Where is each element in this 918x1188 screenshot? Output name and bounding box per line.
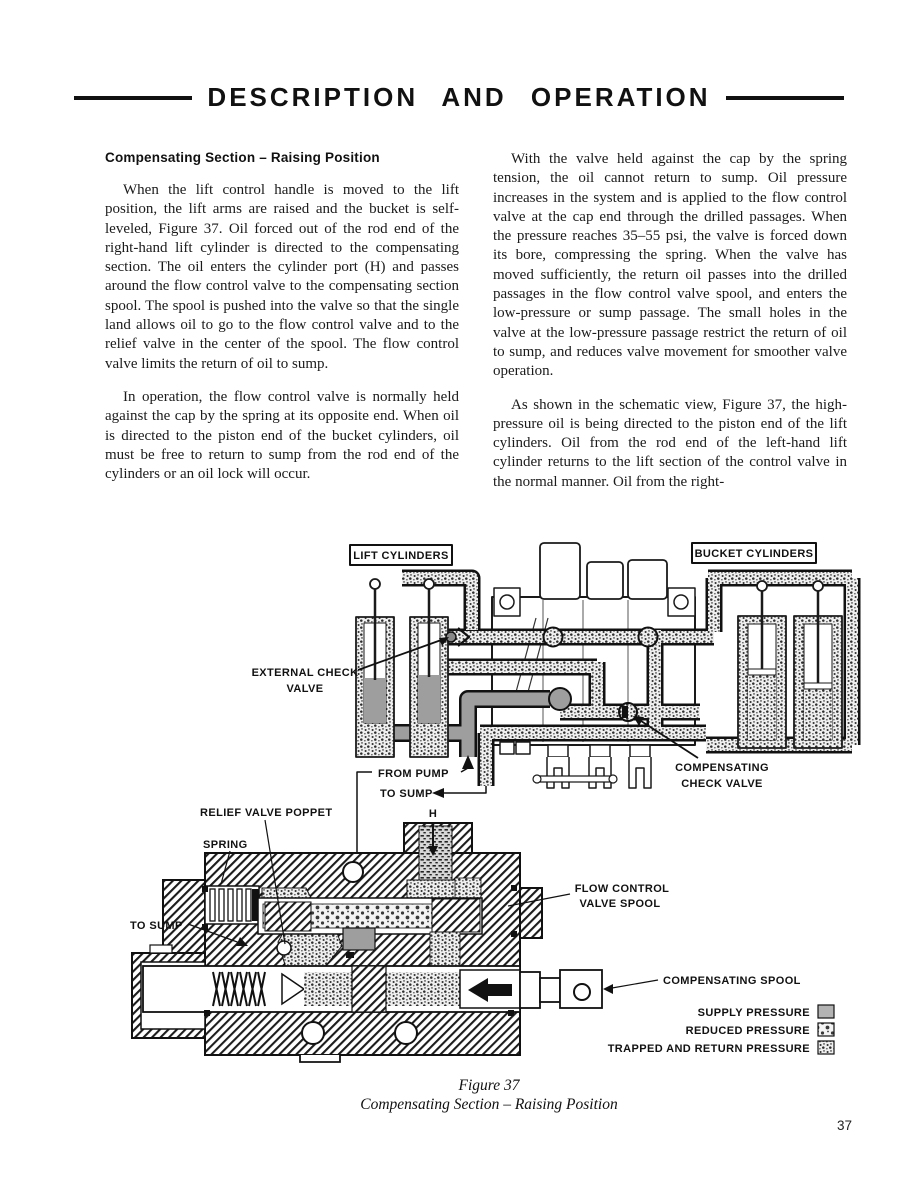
section-heading: Compensating Section – Raising Position bbox=[105, 150, 380, 165]
oil-flow-arrow bbox=[468, 978, 512, 1002]
left-paragraph-2: In operation, the flow control valve is … bbox=[105, 388, 459, 483]
external-check-valve-symbol bbox=[445, 627, 471, 647]
upper-labels: LIFT CYLINDERS BUCKET CYLINDERS EXTERNAL… bbox=[252, 542, 817, 888]
page-number: 37 bbox=[837, 1118, 852, 1133]
to-sump-arrow bbox=[432, 788, 444, 798]
legend-trapped-label: TRAPPED AND RETURN PRESSURE bbox=[608, 1043, 810, 1055]
label-flow-control-1: FLOW CONTROL bbox=[575, 883, 670, 895]
legend-reduced-label: REDUCED PRESSURE bbox=[686, 1025, 810, 1037]
flow-control-valve-spool-shape bbox=[431, 898, 481, 933]
page-header: DESCRIPTION AND OPERATION bbox=[0, 82, 918, 113]
lift-cyl-rod-end-right bbox=[423, 578, 435, 590]
compensating-valve-section: RELIEF VALVE POPPET SPRING H FLOW CONTRO… bbox=[130, 807, 801, 1063]
label-bucket-cylinders: BUCKET CYLINDERS bbox=[695, 548, 814, 560]
right-paragraph-2: As shown in the schematic view, Figure 3… bbox=[493, 396, 847, 490]
label-from-pump: FROM PUMP bbox=[378, 768, 449, 780]
legend-supply-swatch bbox=[817, 1004, 835, 1019]
spool-spring bbox=[212, 971, 266, 1007]
label-compensating-check-valve-2: CHECK VALVE bbox=[681, 778, 763, 790]
label-compensating-spool: COMPENSATING SPOOL bbox=[663, 975, 801, 987]
bucket-cylinders-group bbox=[737, 580, 843, 749]
legend-reduced-swatch bbox=[817, 1022, 835, 1037]
label-external-check-valve-1: EXTERNAL CHECK bbox=[252, 667, 359, 679]
compensating-spool-shape bbox=[519, 969, 603, 1009]
left-paragraph-1: When the lift control handle is moved to… bbox=[105, 182, 459, 372]
lower-labels: RELIEF VALVE POPPET SPRING H FLOW CONTRO… bbox=[130, 807, 801, 994]
label-spring: SPRING bbox=[203, 839, 248, 851]
label-compensating-check-valve-1: COMPENSATING bbox=[675, 762, 769, 774]
legend-trapped-swatch bbox=[817, 1040, 835, 1055]
text-columns: Compensating Section – Raising Position … bbox=[105, 150, 847, 506]
lift-cyl-rod-end-left bbox=[369, 578, 381, 590]
lift-cylinders bbox=[355, 578, 449, 758]
label-to-sump-upper: TO SUMP bbox=[380, 788, 433, 800]
left-column: Compensating Section – Raising Position … bbox=[105, 150, 459, 506]
from-pump-arrow bbox=[462, 755, 474, 769]
seal-marks bbox=[202, 885, 517, 1016]
figure-caption-line2: Compensating Section – Raising Position bbox=[360, 1096, 618, 1113]
label-flow-control-2: VALVE SPOOL bbox=[579, 898, 660, 910]
label-external-check-valve-2: VALVE bbox=[286, 683, 323, 695]
title-rule-left bbox=[74, 95, 193, 100]
upper-schematic: LIFT CYLINDERS BUCKET CYLINDERS EXTERNAL… bbox=[252, 542, 861, 888]
right-paragraph-1: With the valve held against the cap by t… bbox=[493, 151, 847, 380]
pressure-legend: SUPPLY PRESSURE REDUCED PRESSURE TRAPPED… bbox=[608, 1004, 835, 1055]
return-pipes bbox=[402, 569, 861, 786]
label-to-sump-lower: TO SUMP bbox=[130, 920, 183, 932]
label-port-h: H bbox=[429, 808, 437, 820]
label-relief-valve-poppet: RELIEF VALVE POPPET bbox=[200, 807, 333, 819]
legend-supply-label: SUPPLY PRESSURE bbox=[698, 1007, 810, 1019]
figure-caption-line1: Figure 37 bbox=[458, 1077, 521, 1094]
spring-coil bbox=[209, 888, 252, 922]
title-rule-right bbox=[725, 95, 844, 100]
label-lift-cylinders: LIFT CYLINDERS bbox=[353, 550, 448, 562]
right-column: With the valve held against the cap by t… bbox=[493, 150, 847, 506]
page-title: DESCRIPTION AND OPERATION bbox=[207, 82, 711, 112]
